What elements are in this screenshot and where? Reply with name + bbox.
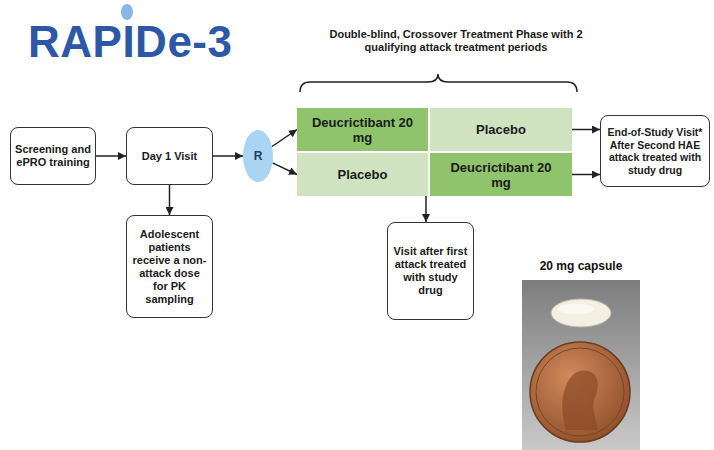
node-text: Deucrictibant 20 mg (307, 115, 418, 145)
logo-title: RAPIDe-3 (28, 20, 233, 64)
phase-bracket (300, 74, 577, 92)
photo-caption: 20 mg capsule (519, 259, 643, 274)
treatment-cell: Placebo (297, 153, 428, 196)
treatment-cell: Placebo (430, 108, 572, 151)
connector-arrow (572, 174, 600, 176)
connector-arrow (273, 163, 298, 175)
node-text: Placebo (476, 122, 526, 137)
process-box: Visit after first attack treated with st… (387, 222, 474, 320)
randomization-circle: R (243, 130, 273, 182)
process-box: Screening and ePRO training (10, 127, 96, 185)
connector-arrow (272, 130, 297, 147)
process-box: Day 1 Visit (126, 127, 213, 185)
connector-arrow (425, 196, 427, 222)
connector-arrow (213, 155, 243, 157)
node-text: Deucrictibant 20 mg (440, 160, 562, 190)
connector-arrow (96, 155, 126, 157)
node-text: Visit after first attack treated with st… (392, 245, 469, 297)
connector-arrow (169, 185, 171, 215)
node-text: Screening and ePRO training (15, 143, 91, 169)
node-text: Placebo (338, 167, 388, 182)
treatment-cell: Deucrictibant 20 mg (297, 108, 428, 151)
process-box: Adolescent patients receive a non-attack… (126, 215, 213, 318)
connector-arrow (572, 129, 600, 131)
treatment-cell: Deucrictibant 20 mg (430, 153, 572, 196)
phase-heading: Double-blind, Crossover Treatment Phase … (325, 28, 587, 54)
node-text: Day 1 Visit (142, 150, 197, 163)
process-box: End-of-Study Visit* After Second HAE att… (600, 115, 710, 187)
node-text: R (254, 149, 263, 163)
logo-drop (121, 4, 133, 20)
node-text: End-of-Study Visit* After Second HAE att… (605, 126, 705, 176)
node-text: Adolescent patients receive a non-attack… (131, 228, 208, 306)
capsule-photo (522, 280, 640, 450)
